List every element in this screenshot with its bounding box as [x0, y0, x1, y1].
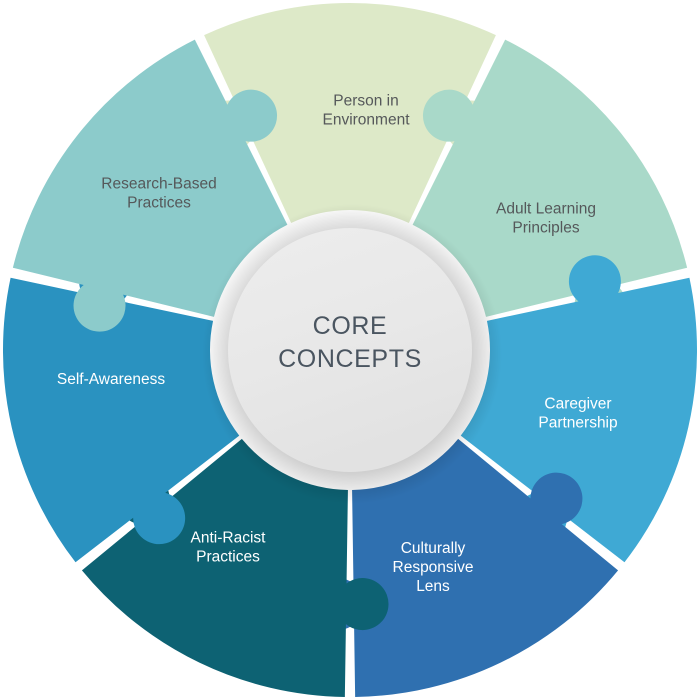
- hub-title-line1: CORE: [313, 312, 388, 340]
- segment-caregiver-partnership[interactable]: [460, 255, 698, 563]
- hub-title-line2: CONCEPTS: [278, 345, 422, 373]
- segment-adult-learning-principles[interactable]: [412, 39, 688, 332]
- segment-person-in-environment[interactable]: [202, 2, 498, 223]
- segment-self-awareness[interactable]: [2, 255, 240, 563]
- segment-research-based-practices[interactable]: [12, 39, 288, 332]
- segment-culturally-responsive-lens[interactable]: [311, 438, 619, 697]
- center-hub: CORE CONCEPTS: [228, 228, 472, 472]
